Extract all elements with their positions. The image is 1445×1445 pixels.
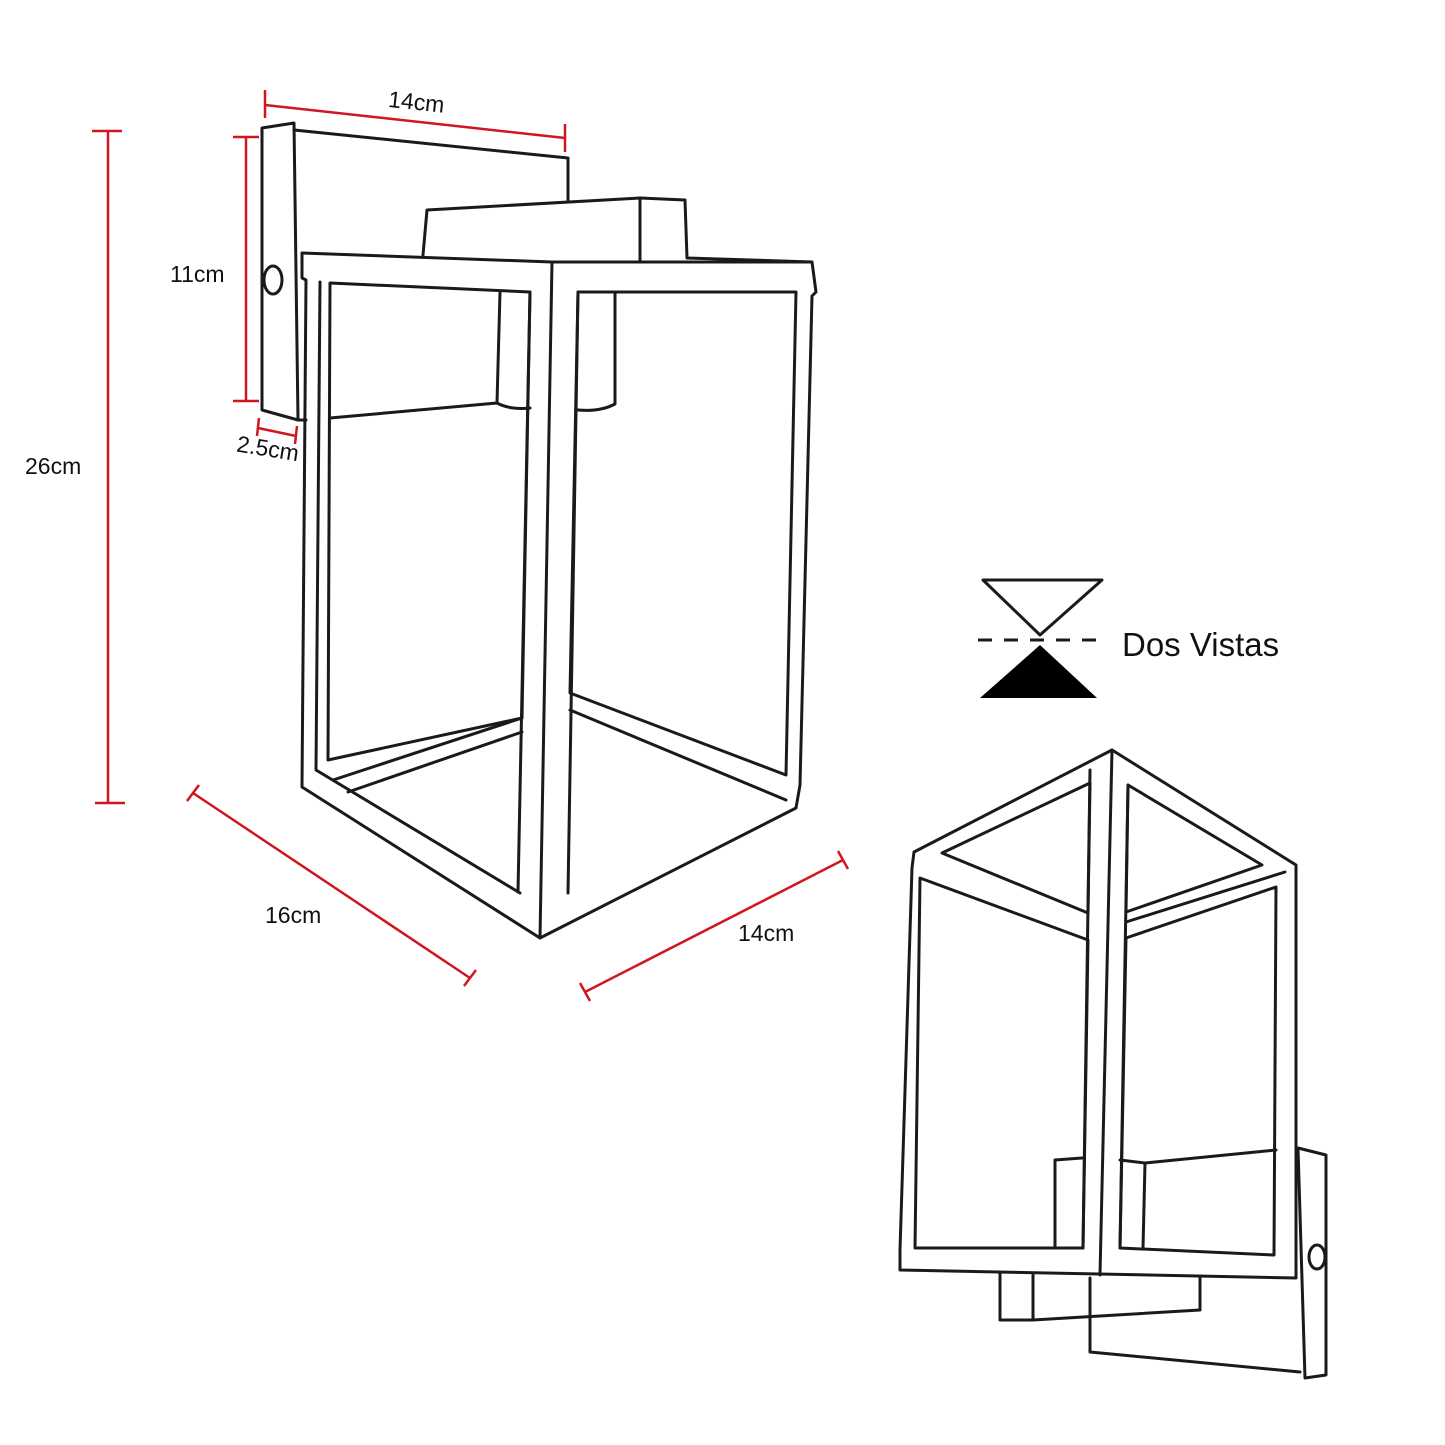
lantern-inverted-view — [898, 748, 1328, 1380]
dimension-total-height: 26cm — [25, 129, 125, 805]
view-up-icon — [980, 645, 1097, 698]
dimension-width: 14cm — [578, 850, 850, 1002]
socket — [495, 290, 532, 410]
mounting-hole — [262, 264, 284, 296]
cap-2 — [998, 1271, 1202, 1322]
svg-text:11cm: 11cm — [170, 261, 225, 287]
lantern-front-view — [260, 121, 818, 940]
cap — [421, 196, 814, 264]
view-down-icon — [981, 578, 1104, 637]
svg-text:26cm: 26cm — [25, 453, 81, 479]
svg-text:16cm: 16cm — [265, 902, 321, 928]
dimension-plate-depth: 2.5cm — [235, 417, 301, 466]
arm-2 — [1088, 1276, 1302, 1374]
dimension-plate-height: 11cm — [170, 135, 259, 403]
right-window — [568, 290, 798, 777]
arm — [292, 128, 570, 202]
dimension-arm: 14cm — [263, 86, 567, 152]
frame-outline-2 — [898, 748, 1298, 1280]
svg-text:14cm: 14cm — [738, 920, 794, 946]
frame-outline — [300, 251, 818, 940]
dimension-depth: 16cm — [186, 784, 477, 987]
svg-text:Dos Vistas: Dos Vistas — [1122, 626, 1279, 663]
wall-plate-2 — [1296, 1146, 1328, 1380]
two-views-legend: Dos Vistas — [978, 578, 1279, 698]
svg-text:14cm: 14cm — [387, 86, 446, 118]
